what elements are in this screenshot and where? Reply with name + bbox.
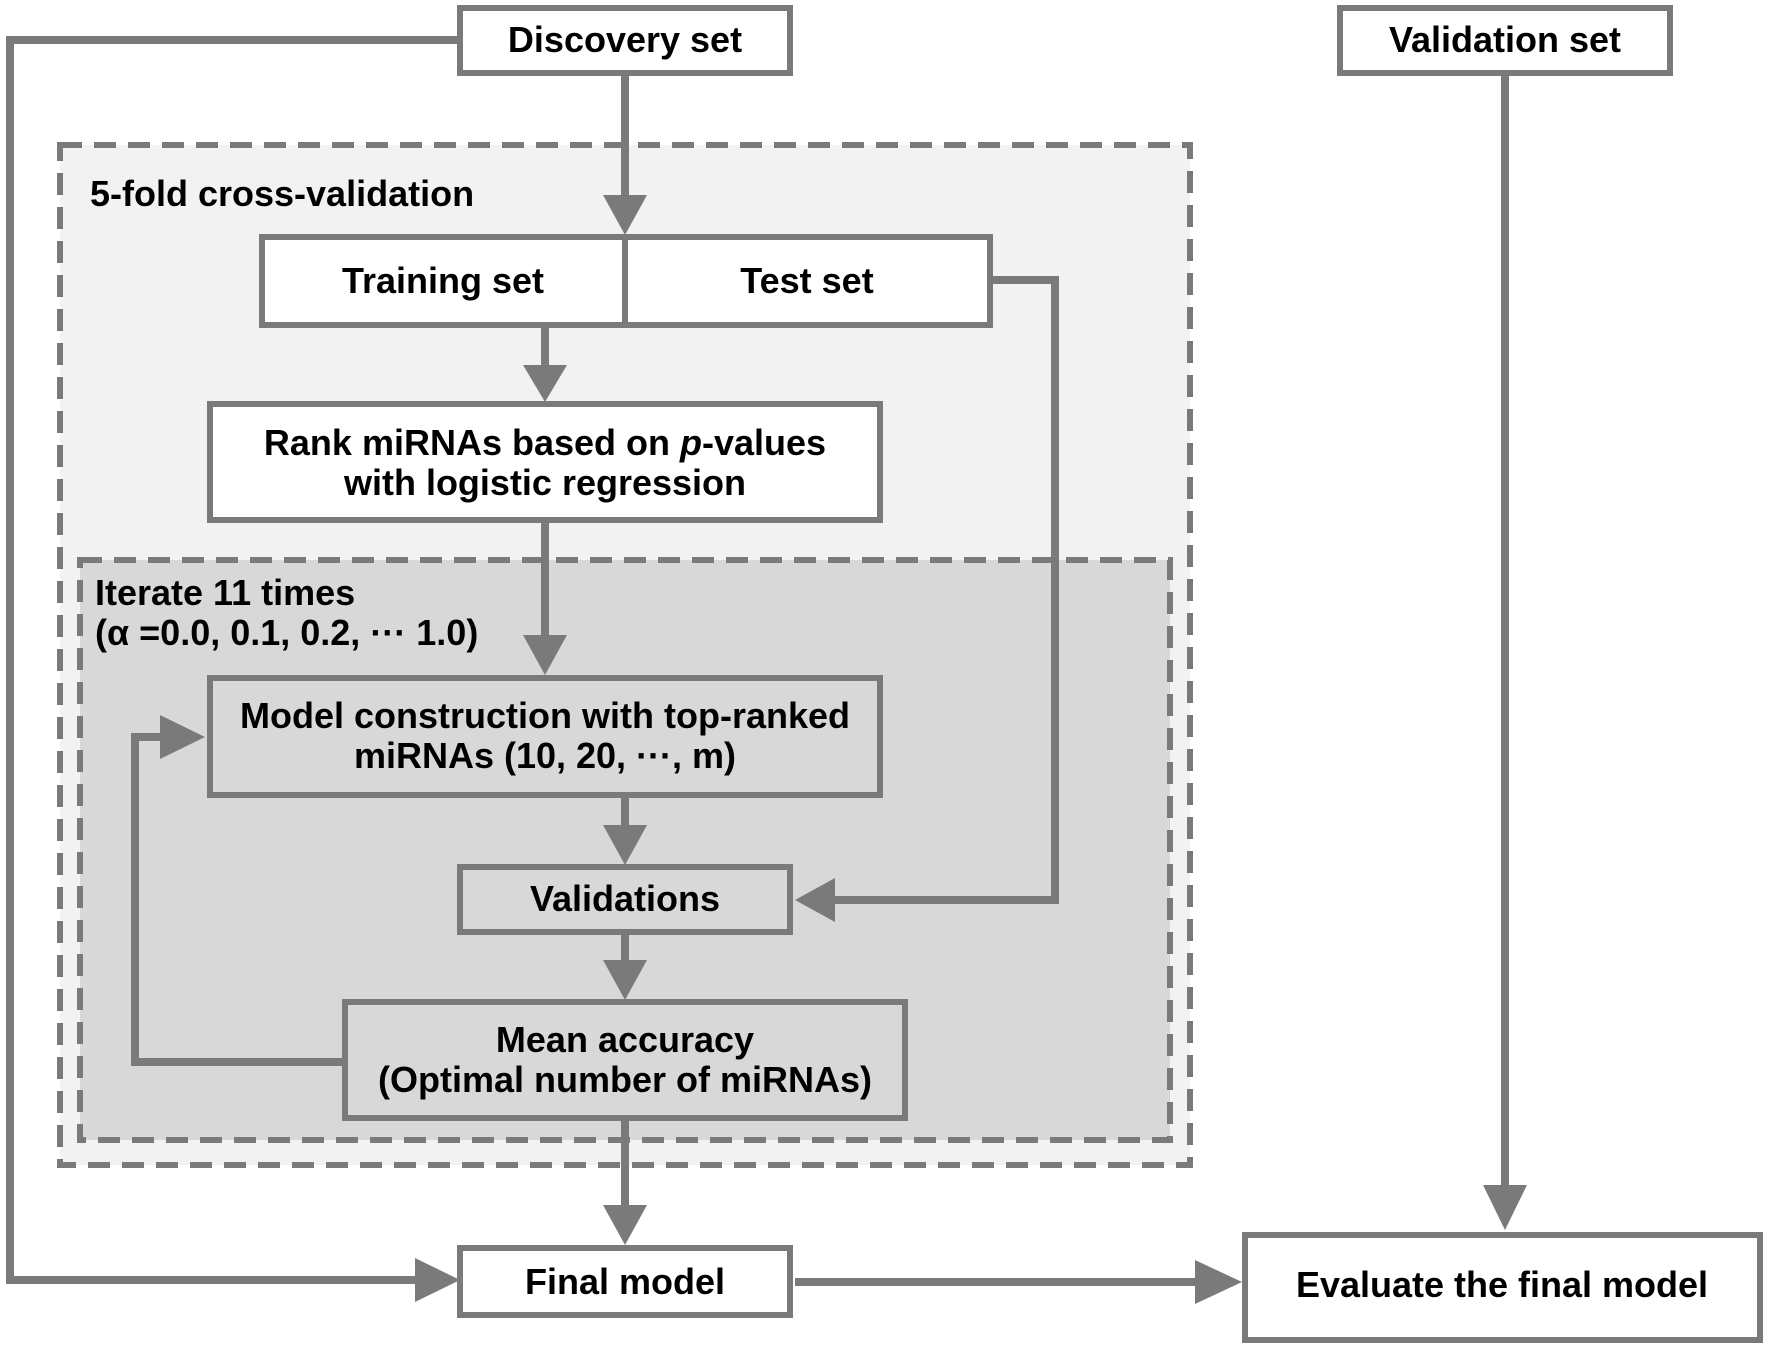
- node-training-set: Training set: [259, 234, 628, 328]
- evaluate-final-model-label: Evaluate the final model: [1296, 1264, 1708, 1305]
- rank-text-a: Rank miRNAs based on: [264, 422, 680, 463]
- arrowhead-validation-to-evaluate: [1483, 1185, 1527, 1230]
- arrowhead-discovery-to-final: [415, 1258, 460, 1302]
- alpha-symbol: α: [107, 612, 129, 653]
- alpha-values: =0.0, 0.1, 0.2, ··· 1.0): [129, 612, 478, 653]
- arrowhead-test-to-validations: [795, 878, 835, 922]
- node-discovery-set: Discovery set: [457, 5, 793, 76]
- model-construction-label-line2: miRNAs (10, 20, ···, m): [354, 735, 736, 776]
- iterate-label-line1: Iterate 11 times: [95, 572, 355, 613]
- rank-mirnas-label-line1: Rank miRNAs based on p-values: [264, 422, 826, 463]
- validations-label: Validations: [530, 878, 720, 919]
- final-model-label: Final model: [525, 1261, 725, 1302]
- mean-accuracy-label-line1: Mean accuracy: [496, 1019, 754, 1060]
- edge-mean-to-model-loop: [131, 733, 345, 1066]
- arrowhead-final-to-evaluate: [1195, 1260, 1242, 1304]
- mean-accuracy-label-line2: (Optimal number of miRNAs): [378, 1059, 872, 1100]
- arrowhead-mean-to-model-loop: [160, 715, 205, 759]
- node-rank-mirnas: Rank miRNAs based on p-values with logis…: [207, 401, 883, 523]
- node-evaluate-final-model: Evaluate the final model: [1242, 1232, 1763, 1343]
- arrowhead-mean-to-final: [603, 1205, 647, 1245]
- edge-test-to-validations: [830, 276, 1059, 904]
- training-set-label: Training set: [342, 260, 544, 301]
- arrowhead-validations-to-mean: [603, 960, 647, 1000]
- model-construction-label-line1: Model construction with top-ranked: [240, 695, 850, 736]
- node-test-set: Test set: [622, 234, 993, 328]
- rank-mirnas-label-line2: with logistic regression: [343, 462, 746, 503]
- validation-set-label: Validation set: [1389, 19, 1621, 60]
- test-set-label: Test set: [740, 260, 873, 301]
- node-mean-accuracy: Mean accuracy (Optimal number of miRNAs): [342, 999, 908, 1121]
- arrowhead-model-to-validations: [603, 825, 647, 865]
- iterate-label-line2: (α =0.0, 0.1, 0.2, ··· 1.0): [95, 612, 478, 653]
- rank-text-p: p: [679, 422, 702, 463]
- arrowhead-training-to-rank: [523, 365, 567, 402]
- node-validation-set: Validation set: [1337, 5, 1673, 76]
- edge-discovery-to-final: [6, 36, 460, 1284]
- node-final-model: Final model: [457, 1245, 793, 1318]
- iterate-open-paren: (: [95, 612, 107, 653]
- arrowhead-rank-to-model: [523, 635, 567, 675]
- rank-text-b: -values: [702, 422, 826, 463]
- cross-validation-label: 5-fold cross-validation: [90, 173, 474, 214]
- node-model-construction: Model construction with top-ranked miRNA…: [207, 675, 883, 798]
- arrowhead-discovery-to-split: [603, 195, 647, 235]
- discovery-set-label: Discovery set: [508, 19, 742, 60]
- node-validations: Validations: [457, 864, 793, 935]
